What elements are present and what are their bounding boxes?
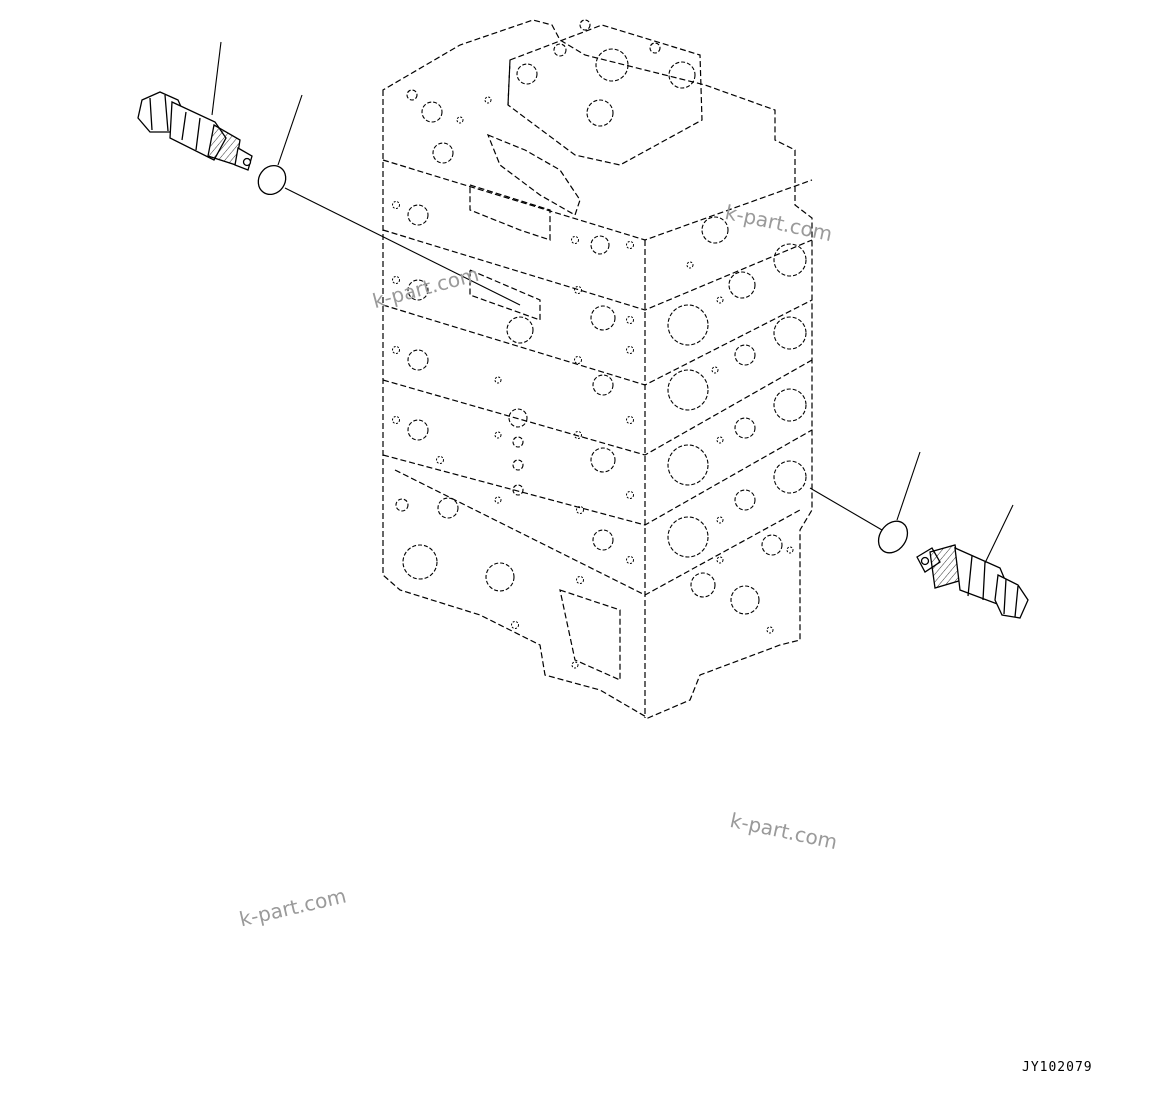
port bbox=[437, 497, 459, 519]
port bbox=[667, 444, 709, 486]
port bbox=[667, 304, 709, 346]
port bbox=[512, 459, 524, 471]
drawing-code: JY102079 bbox=[1022, 1060, 1093, 1075]
port bbox=[516, 63, 538, 85]
valve-body-outline bbox=[382, 19, 813, 719]
assembly-line-lower bbox=[809, 487, 883, 531]
port bbox=[773, 388, 807, 422]
port bbox=[512, 436, 524, 448]
port bbox=[734, 344, 756, 366]
port bbox=[406, 89, 418, 101]
port bbox=[590, 447, 616, 473]
control-valve-body bbox=[382, 19, 813, 719]
port bbox=[421, 101, 443, 123]
port bbox=[595, 48, 629, 82]
port bbox=[592, 374, 614, 396]
relief-valve-upper bbox=[137, 91, 253, 171]
port bbox=[761, 534, 783, 556]
bolt-holes bbox=[392, 96, 794, 669]
port bbox=[730, 585, 760, 615]
port bbox=[586, 99, 614, 127]
section-line-1 bbox=[382, 229, 813, 311]
leader-upper-ring bbox=[277, 94, 303, 166]
port bbox=[649, 42, 661, 54]
port bbox=[667, 516, 709, 558]
port bbox=[407, 204, 429, 226]
port bbox=[407, 419, 429, 441]
port bbox=[773, 316, 807, 350]
port bbox=[512, 484, 524, 496]
port bbox=[432, 142, 454, 164]
section-line-5 bbox=[394, 469, 801, 596]
section-line-2 bbox=[382, 299, 813, 386]
o-ring-upper bbox=[257, 164, 287, 196]
section-line-4 bbox=[382, 429, 813, 526]
port bbox=[701, 216, 729, 244]
leader-lower-ring bbox=[896, 451, 921, 521]
port bbox=[592, 529, 614, 551]
port bbox=[579, 19, 591, 31]
port bbox=[734, 417, 756, 439]
top-cap-plate bbox=[507, 24, 703, 166]
port bbox=[590, 235, 610, 255]
leader-lower-valve bbox=[984, 504, 1014, 564]
port bbox=[773, 460, 807, 494]
port bbox=[402, 544, 438, 580]
port bbox=[508, 408, 528, 428]
leader-lines bbox=[211, 41, 1014, 564]
port bbox=[485, 562, 515, 592]
port bbox=[773, 243, 807, 277]
section-line-3 bbox=[382, 359, 813, 456]
o-ring-lower bbox=[877, 520, 909, 554]
port bbox=[728, 271, 756, 299]
port bbox=[395, 498, 409, 512]
port bbox=[407, 279, 429, 301]
leader-upper-valve bbox=[211, 41, 222, 116]
port bbox=[668, 61, 696, 89]
port bbox=[690, 572, 716, 598]
valve-ports bbox=[395, 19, 807, 615]
port bbox=[553, 43, 567, 57]
port bbox=[407, 349, 429, 371]
port bbox=[506, 316, 534, 344]
port bbox=[590, 305, 616, 331]
assembly-line-upper bbox=[284, 187, 521, 306]
port bbox=[734, 489, 756, 511]
port bbox=[667, 369, 709, 411]
relief-valve-lower bbox=[916, 544, 1029, 619]
